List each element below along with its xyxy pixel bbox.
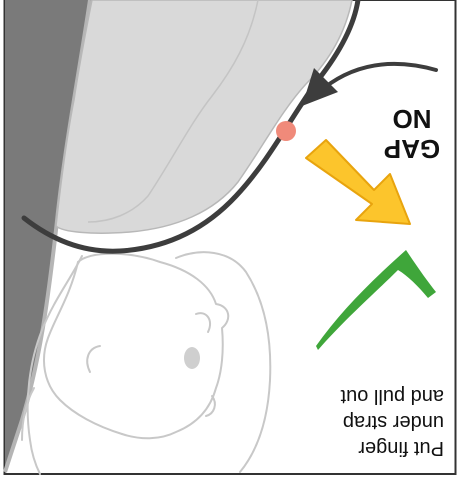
instruction-line3: and pull out [340, 385, 444, 407]
contact-dot [276, 121, 296, 141]
instruction-line1: Put finger [358, 437, 444, 459]
no-gap-line2: GAP [384, 134, 440, 164]
baby-ear [184, 347, 200, 369]
instruction-line2: under strap [343, 411, 444, 433]
no-gap-line1: NO [393, 104, 432, 134]
